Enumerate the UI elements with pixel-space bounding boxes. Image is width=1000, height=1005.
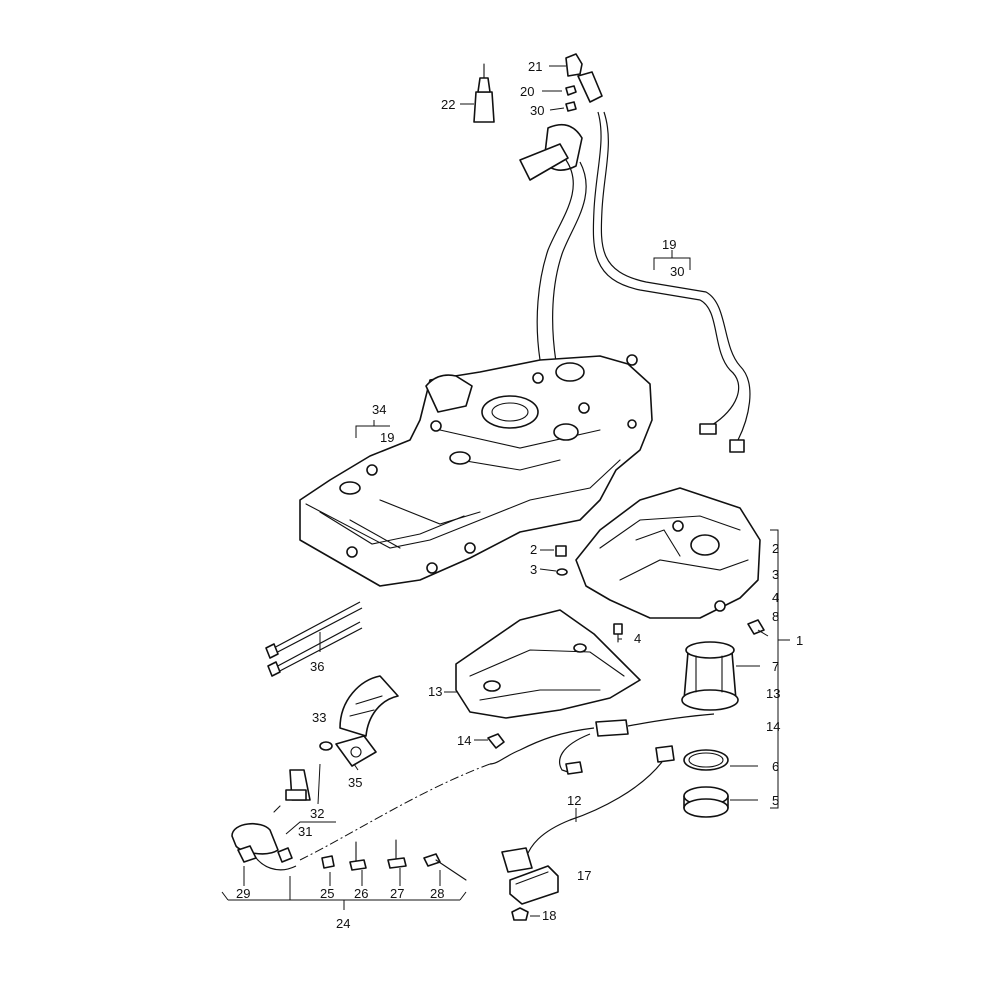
callout-36: 36 [310,659,324,674]
clip-25 [321,855,335,869]
callout-22: 22 [441,97,455,112]
callout-labels: 21 20 30 22 19 30 34 19 2 3 4 2 3 4 8 1 … [236,59,803,931]
callout-26: 26 [354,886,368,901]
callout-1: 1 [796,633,803,648]
callout-35: 35 [348,775,362,790]
callout-3-left: 3 [530,562,537,577]
callout-24: 24 [336,916,350,931]
clip-26 [349,841,367,871]
clip-28 [423,853,467,881]
ring-32 [319,741,333,751]
bolt-4 [613,623,623,643]
callout-25: 25 [320,886,334,901]
valve-31 [273,769,311,813]
seal-ring-6 [683,749,729,771]
callout-7: 7 [772,659,779,674]
callout-30: 30 [530,103,544,118]
callout-6: 6 [772,759,779,774]
callout-33: 33 [312,710,326,725]
callout-12: 12 [567,793,581,808]
callout-13-left: 13 [428,684,442,699]
valve-21 [565,53,603,103]
wiring-harness [487,713,715,775]
callout-17: 17 [577,868,591,883]
callout-28: 28 [430,886,444,901]
heat-shield [455,609,641,719]
tube-33 [339,675,399,737]
callout-30-group: 30 [670,264,684,279]
callout-14-right: 14 [766,719,780,734]
cable-12 [501,745,675,873]
washer-3 [556,568,568,576]
callout-27: 27 [390,886,404,901]
nut-18 [511,907,529,921]
callout-32: 32 [310,806,324,821]
leader-lines [221,65,790,917]
callout-19: 19 [662,237,676,252]
callout-18: 18 [542,908,556,923]
connection-dashed-line [299,763,491,861]
fuel-tank [299,354,653,587]
callout-13-right: 13 [766,686,780,701]
filler-pipe [519,111,751,453]
callout-19-group: 19 [380,430,394,445]
callout-2-right: 2 [772,541,779,556]
bolt-2 [555,545,567,557]
control-unit [509,865,559,905]
screw-20 [565,85,577,96]
callout-21: 21 [528,59,542,74]
callout-5: 5 [772,793,779,808]
bottle-22 [473,63,495,123]
callout-14-left: 14 [457,733,471,748]
callout-20: 20 [520,84,534,99]
callout-4-right: 4 [772,590,779,605]
clip-27 [387,839,407,869]
callout-34: 34 [372,402,386,417]
lock-ring-5 [683,786,729,818]
fuel-pump-module [681,641,739,711]
bush-8 [747,619,765,635]
callout-2-left: 2 [530,542,537,557]
fuel-tank-right-half [575,487,761,619]
hose-assembly [231,823,297,871]
clip-30 [565,101,577,112]
cable-ties [265,601,363,677]
flange-35 [335,735,377,767]
callout-4-left: 4 [634,631,641,646]
callout-3-right: 3 [772,567,779,582]
callout-8: 8 [772,609,779,624]
callout-31: 31 [298,824,312,839]
callout-29: 29 [236,886,250,901]
